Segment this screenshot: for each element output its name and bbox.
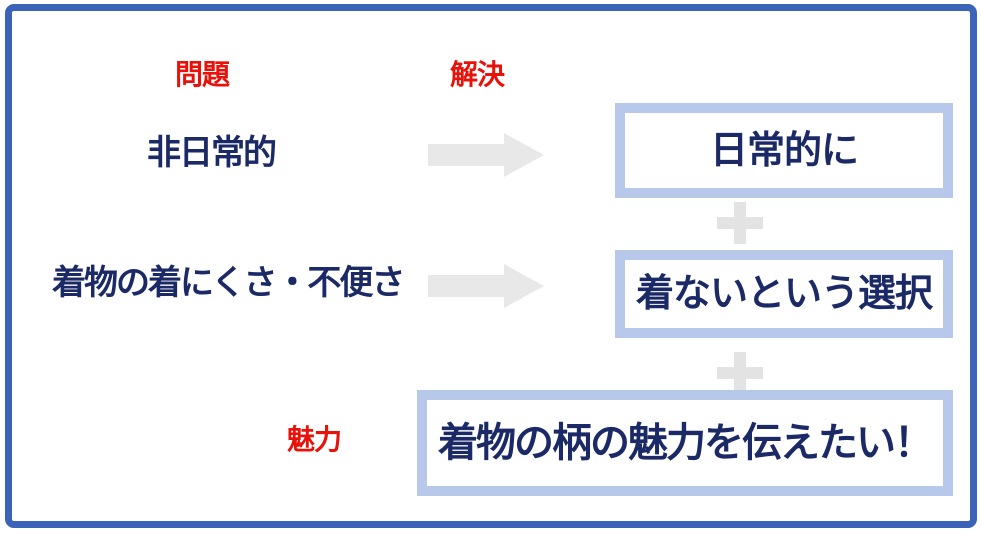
goal-box-text: 着物の柄の魅力を伝えたい！ <box>438 421 934 465</box>
solution-box-2-text: 着ないという選択 <box>635 273 933 315</box>
problem-label: 問題 <box>175 59 230 90</box>
solution-box-1: 日常的に <box>615 103 953 198</box>
solution-box-2: 着ないという選択 <box>615 250 953 338</box>
plus-icon-2 <box>717 352 763 394</box>
goal-box: 着物の柄の魅力を伝えたい！ <box>417 390 953 496</box>
solution-label: 解決 <box>450 59 505 90</box>
arrow-icon-1 <box>428 133 544 177</box>
appeal-label: 魅力 <box>287 424 342 455</box>
plus-icon-1 <box>717 202 763 244</box>
arrow-icon-2 <box>428 264 544 308</box>
outer-frame <box>5 4 977 528</box>
solution-box-1-text: 日常的に <box>709 129 859 172</box>
problem-item-2: 着物の着にくさ・不便さ <box>52 264 405 302</box>
problem-item-1: 非日常的 <box>147 134 277 172</box>
